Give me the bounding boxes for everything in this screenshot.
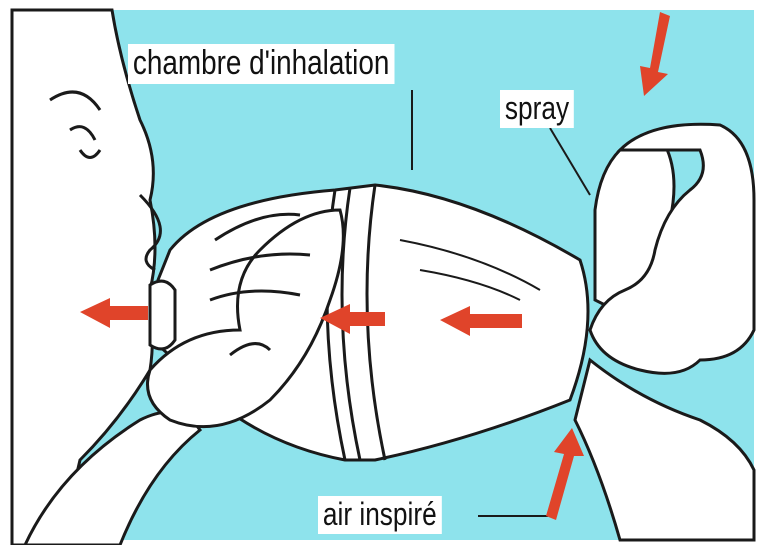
chamber-label: chambre d'inhalation (128, 44, 394, 84)
mouthpiece (150, 281, 175, 349)
air-inspired-label: air inspiré (318, 496, 442, 534)
spray-label: spray (500, 90, 574, 128)
